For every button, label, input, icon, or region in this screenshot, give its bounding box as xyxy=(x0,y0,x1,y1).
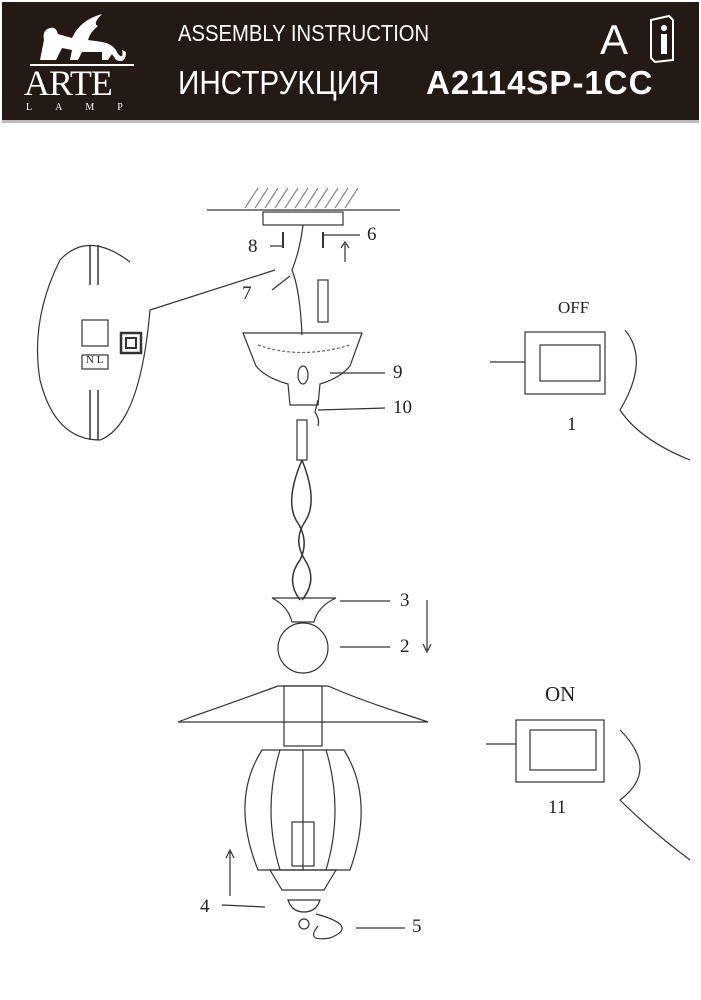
griffin-logo-icon xyxy=(30,14,134,66)
callout-3: 3 xyxy=(400,590,410,611)
switch-on-drawing xyxy=(486,719,691,861)
mounting-bracket xyxy=(262,211,344,226)
lantern-cage xyxy=(244,749,362,871)
terminal-label: N L xyxy=(86,354,104,366)
callout-6: 6 xyxy=(367,224,377,245)
step-11-label: 11 xyxy=(548,797,567,818)
language-letter: A xyxy=(600,16,629,63)
model-number: A2114SP-1CC xyxy=(426,64,654,101)
callout-5: 5 xyxy=(412,916,422,937)
callout-7: 7 xyxy=(242,283,252,304)
manual-book-icon xyxy=(650,14,674,64)
callout-8: 8 xyxy=(248,236,258,257)
brand-name: ARTE xyxy=(24,63,113,103)
switch-off-drawing xyxy=(490,329,691,461)
switch-on-label: ON xyxy=(545,682,576,706)
canopy xyxy=(242,332,363,406)
callout-2: 2 xyxy=(400,636,410,657)
callout-10: 10 xyxy=(393,397,412,418)
title-russian: ИНСТРУКЦИЯ xyxy=(178,64,380,101)
brand-subtitle: LAMP xyxy=(26,102,146,113)
title-english: ASSEMBLY INSTRUCTION xyxy=(178,20,430,46)
chain xyxy=(291,459,305,601)
callout-4: 4 xyxy=(200,896,210,917)
lamp-shade xyxy=(177,685,429,723)
step-1-label: 1 xyxy=(567,414,577,435)
switch-off-label: OFF xyxy=(558,298,590,317)
terminal-inset xyxy=(36,244,276,441)
header-banner: ARTE LAMP ASSEMBLY INSTRUCTION ИНСТРУКЦИ… xyxy=(2,2,699,123)
ceiling-hatch xyxy=(207,187,400,211)
callout-9: 9 xyxy=(393,362,403,383)
